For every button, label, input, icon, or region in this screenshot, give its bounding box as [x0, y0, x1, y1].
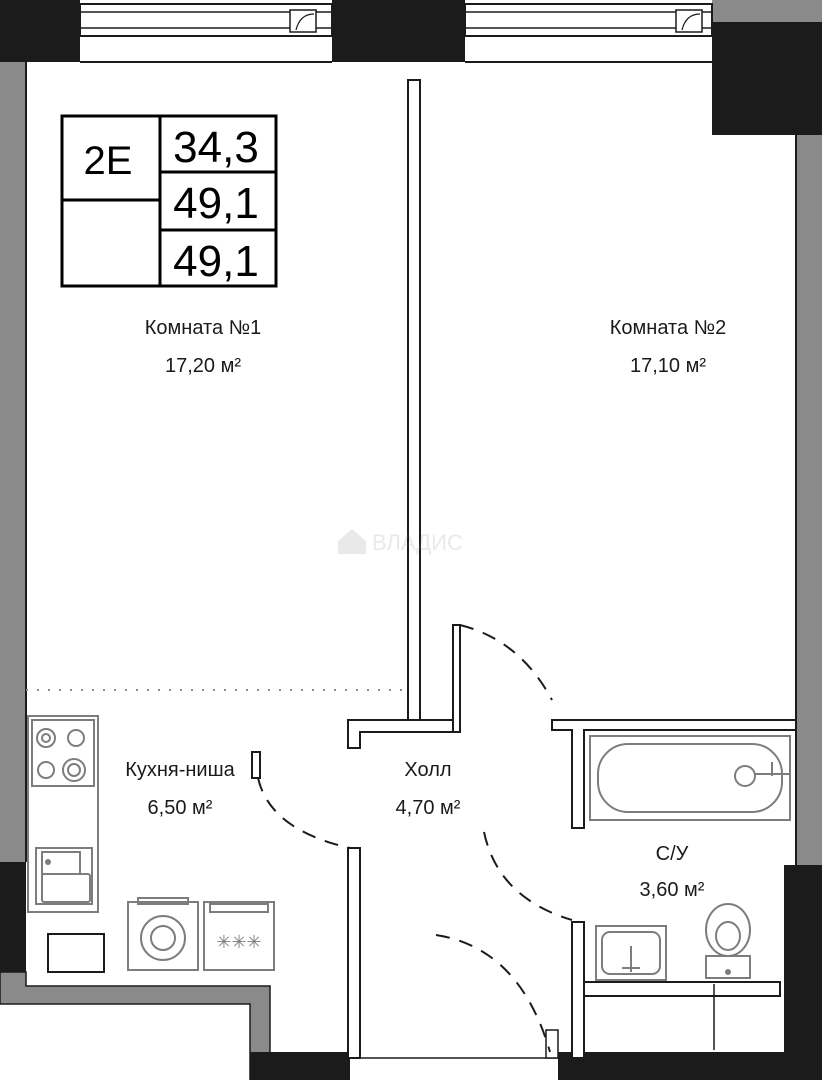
- area-value-3: 49,1: [173, 237, 259, 286]
- room1-area: 17,20 м²: [165, 355, 241, 377]
- room2-name: Комната №2: [610, 317, 726, 339]
- watermark-text: ВЛАДИС: [372, 530, 463, 555]
- window-left: [79, 3, 333, 37]
- bottom-wall-right-dark: [558, 1052, 784, 1080]
- kitchen-name: Кухня-ниша: [125, 759, 235, 781]
- sink-icon: [35, 847, 93, 905]
- room-label-bathroom: С/У 3,60 м²: [640, 843, 705, 901]
- hall-lower-left-wall: [347, 847, 361, 1059]
- bathroom-area: 3,60 м²: [640, 879, 705, 901]
- bathroom-left-wall: [571, 921, 585, 1059]
- door-swing-entrance: [435, 934, 551, 1053]
- left-wall: [0, 62, 26, 862]
- bathroom-bottom-shelf: [583, 981, 781, 997]
- room-label-hall: Холл 4,70 м²: [396, 759, 461, 819]
- kitchen-door-stub: [251, 751, 261, 779]
- hall-name: Холл: [404, 759, 451, 781]
- washing-machine-icon: [127, 897, 199, 971]
- bottom-wall-left-dark: [250, 1052, 350, 1080]
- stove-icon: [31, 719, 95, 787]
- toilet-icon: [705, 903, 751, 979]
- hall-door-stub: [452, 624, 461, 733]
- top-wall-mid-block: [332, 0, 465, 62]
- door-swing-bathroom: [483, 831, 573, 921]
- kitchen-fixtures: ✳✳✳: [27, 715, 275, 973]
- top-wall-right-gray: [712, 0, 822, 22]
- room1-name: Комната №1: [145, 317, 261, 339]
- house-logo-icon: [338, 529, 366, 554]
- hall-bottom-right-stub: [545, 1029, 559, 1059]
- washbasin-icon: [595, 925, 667, 981]
- top-wall-right-block: [712, 0, 822, 135]
- kitchen-counter: [27, 715, 99, 913]
- kitchen-area: 6,50 м²: [148, 797, 213, 819]
- dishwasher-icon: ✳✳✳: [203, 901, 275, 971]
- hall-area: 4,70 м²: [396, 797, 461, 819]
- top-wall-left-block: [0, 0, 80, 62]
- svg-text:✳✳✳: ✳✳✳: [216, 932, 261, 953]
- right-wall-lower-block: [784, 865, 822, 1080]
- left-wall-lower-block: [0, 862, 26, 972]
- door-swings: [257, 624, 573, 1053]
- room-label-room1: Комната №1 17,20 м²: [145, 317, 261, 377]
- interior-walls: [26, 79, 797, 1059]
- room2-area: 17,10 м²: [630, 355, 706, 377]
- area-value-2: 49,1: [173, 179, 259, 228]
- room-label-room2: Комната №2 17,10 м²: [610, 317, 726, 377]
- bathroom-top-wall: [551, 719, 797, 829]
- watermark: ВЛАДИС: [338, 529, 463, 555]
- door-swing-room2: [459, 624, 553, 701]
- kitchen-cabinet: [47, 933, 105, 973]
- bathroom-name: С/У: [656, 843, 689, 865]
- room-label-kitchen: Кухня-ниша 6,50 м²: [125, 759, 235, 819]
- bathtub-icon: [589, 735, 791, 821]
- hall-upper-wall: [347, 719, 459, 749]
- area-value-1: 34,3: [173, 123, 259, 172]
- apartment-type-label: 2E: [84, 139, 133, 183]
- right-wall: [796, 135, 822, 865]
- window-right: [464, 3, 713, 37]
- bathroom-fixtures: [583, 735, 791, 1050]
- door-swing-kitchen: [257, 777, 351, 849]
- info-table: 2E 34,3 49,1 49,1: [60, 114, 278, 288]
- partition-room1-room2: [407, 79, 421, 721]
- bottom-left-wall: [0, 971, 271, 1080]
